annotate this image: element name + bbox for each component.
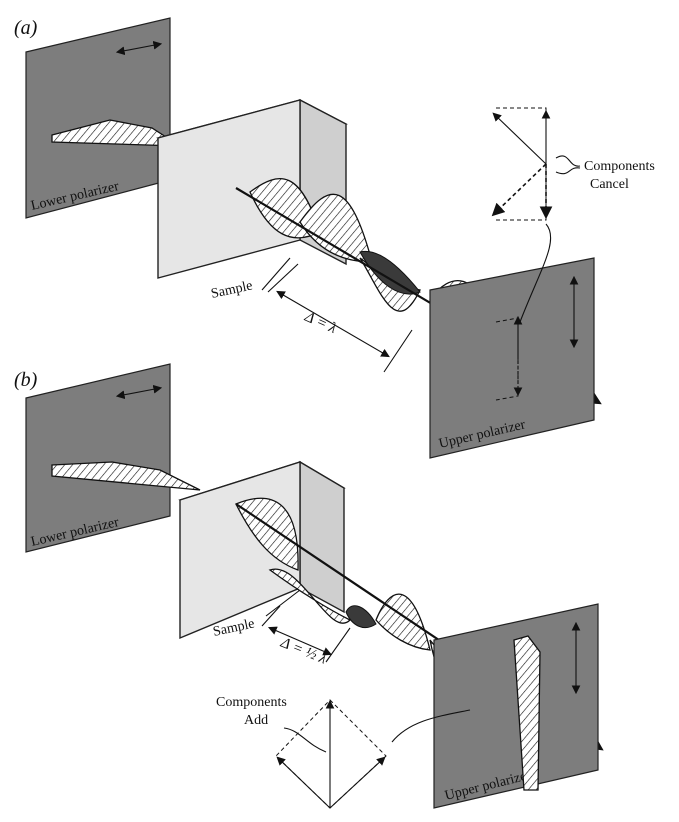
panel-b: (b) Lower polarizer Sample Δ = ½ λ Upper… [14, 363, 604, 809]
wave-twist-b [345, 605, 377, 628]
sample-label-a: Sample [210, 279, 254, 302]
add-vector-left-icon [276, 756, 331, 809]
cancel-vector-down-left-icon [491, 163, 547, 217]
components-label-a: Components [584, 159, 655, 174]
add-leader-line-right [391, 709, 471, 743]
add-leader-line [283, 727, 327, 753]
retardation-arrow-icon-a [276, 290, 390, 358]
retardation-label-a: Δ = λ [301, 309, 339, 338]
add-label: Add [244, 713, 268, 728]
upper-polarizer-plate-b [433, 603, 599, 809]
cancel-leader-line [519, 223, 552, 323]
cancel-dashed-bottom [496, 164, 547, 221]
lower-polarizer-plate-b [25, 363, 171, 553]
add-vector-right-icon [329, 756, 386, 809]
panel-b-letter: (b) [14, 369, 38, 391]
upper-polarizer-plate-a [429, 257, 595, 459]
cancel-vector-left-icon [492, 112, 547, 165]
cancel-brace-top [555, 155, 581, 167]
add-dashed-diamond [275, 699, 387, 809]
retardation-arrow-icon-b [267, 626, 333, 656]
wave-lobe-1-b [235, 497, 299, 571]
cancel-brace-bottom [555, 167, 581, 175]
incoming-wave-b [51, 461, 201, 491]
retardation-tick-right-a [383, 329, 413, 373]
cancel-dashed-top [496, 107, 547, 164]
cancel-label: Cancel [590, 177, 629, 192]
retardation-tick-left-a [261, 257, 291, 291]
transmitted-wave-b [513, 635, 541, 791]
sample-cube-front-a [157, 99, 301, 279]
wave-twist-a [359, 250, 421, 295]
components-label-b: Components [216, 695, 287, 710]
components-cancel-inset: Components Cancel [491, 107, 655, 323]
panel-a: (a) Lower polarizer Sample Δ = λ Upper p… [14, 17, 655, 459]
sample-leader-a [267, 263, 299, 293]
retardation-label-b: Δ = ½ λ [278, 634, 330, 667]
components-add-inset: Components Add [216, 695, 471, 809]
lower-polarizer-arrow-icon-a [115, 40, 163, 56]
panel-a-letter: (a) [14, 17, 38, 39]
retardation-tick-left-b [261, 605, 281, 627]
lower-polarizer-arrow-icon-b [115, 384, 163, 400]
retardation-tick-right-b [325, 627, 351, 663]
sample-cube-side-b [299, 460, 345, 614]
wave-lobe-3-b [375, 593, 431, 651]
sample-leader-b [265, 589, 301, 617]
wave-lobe-2-b [268, 568, 352, 624]
